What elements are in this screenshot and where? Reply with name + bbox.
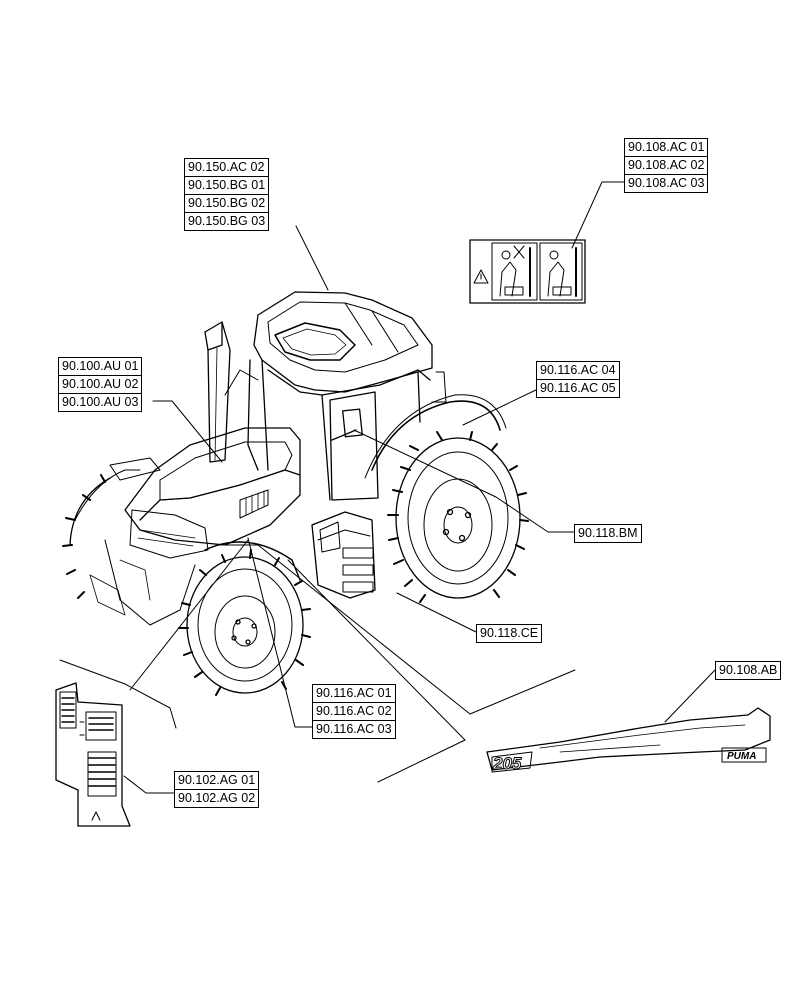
front-wheel-right bbox=[178, 541, 311, 696]
callout-mirror-decal[interactable]: 90.118.BM bbox=[574, 524, 642, 543]
part-number: 90.118.BM bbox=[578, 526, 638, 540]
rear-wheel bbox=[364, 394, 529, 603]
tractor-hood bbox=[89, 427, 301, 626]
part-number: 90.100.AU 03 bbox=[59, 393, 142, 411]
part-number: 90.108.AC 03 bbox=[625, 174, 708, 192]
part-number: 90.150.BG 02 bbox=[185, 194, 269, 212]
part-number: 90.108.AC 02 bbox=[625, 156, 708, 174]
part-number: 90.116.AC 01 bbox=[316, 686, 392, 700]
part-number: 90.150.BG 03 bbox=[185, 212, 269, 230]
exhaust-pipe bbox=[204, 321, 231, 463]
callout-hood-decals[interactable]: 90.100.AU 01 90.100.AU 02 90.100.AU 03 bbox=[58, 357, 143, 412]
part-number: 90.108.AC 01 bbox=[628, 140, 705, 154]
callout-warning-decal[interactable]: 90.108.AC 01 90.108.AC 02 90.108.AC 03 bbox=[624, 138, 709, 193]
tractor-cab bbox=[224, 291, 447, 501]
side-mirror bbox=[331, 408, 363, 441]
part-number: 90.116.AC 05 bbox=[537, 379, 619, 397]
callout-front-fender-decals[interactable]: 90.116.AC 01 90.116.AC 02 90.116.AC 03 bbox=[312, 684, 396, 739]
part-number: 90.108.AB bbox=[719, 663, 778, 677]
part-number: 90.118.CE bbox=[480, 626, 539, 640]
part-number: 90.102.AG 01 bbox=[178, 773, 256, 787]
part-number: 90.150.AC 02 bbox=[188, 160, 265, 174]
side-panel-decal bbox=[55, 682, 131, 827]
callout-side-panel-decals[interactable]: 90.102.AG 01 90.102.AG 02 bbox=[174, 771, 260, 808]
callout-rear-fender-decals[interactable]: 90.116.AC 04 90.116.AC 05 bbox=[536, 361, 620, 398]
part-number: 90.116.AC 02 bbox=[313, 702, 395, 720]
part-number: 90.116.AC 03 bbox=[313, 720, 395, 738]
decal-model-text: 205 bbox=[492, 754, 522, 773]
callout-step-decal[interactable]: 90.118.CE bbox=[476, 624, 543, 643]
side-stripe-decal bbox=[486, 707, 771, 773]
part-number: 90.100.AU 02 bbox=[59, 375, 142, 393]
part-number: 90.100.AU 01 bbox=[62, 359, 139, 373]
warning-decal bbox=[469, 239, 586, 304]
part-number: 90.150.BG 01 bbox=[185, 176, 269, 194]
decal-brand-text: PUMA bbox=[727, 751, 756, 762]
callout-side-stripe-decal[interactable]: 90.108.AB bbox=[715, 661, 782, 680]
part-number: 90.102.AG 02 bbox=[175, 789, 259, 807]
callout-roof-decals[interactable]: 90.150.AC 02 90.150.BG 01 90.150.BG 02 9… bbox=[184, 158, 270, 231]
front-wheel-left bbox=[62, 469, 141, 599]
fuel-tank-steps bbox=[311, 511, 376, 599]
part-number: 90.116.AC 04 bbox=[540, 363, 616, 377]
